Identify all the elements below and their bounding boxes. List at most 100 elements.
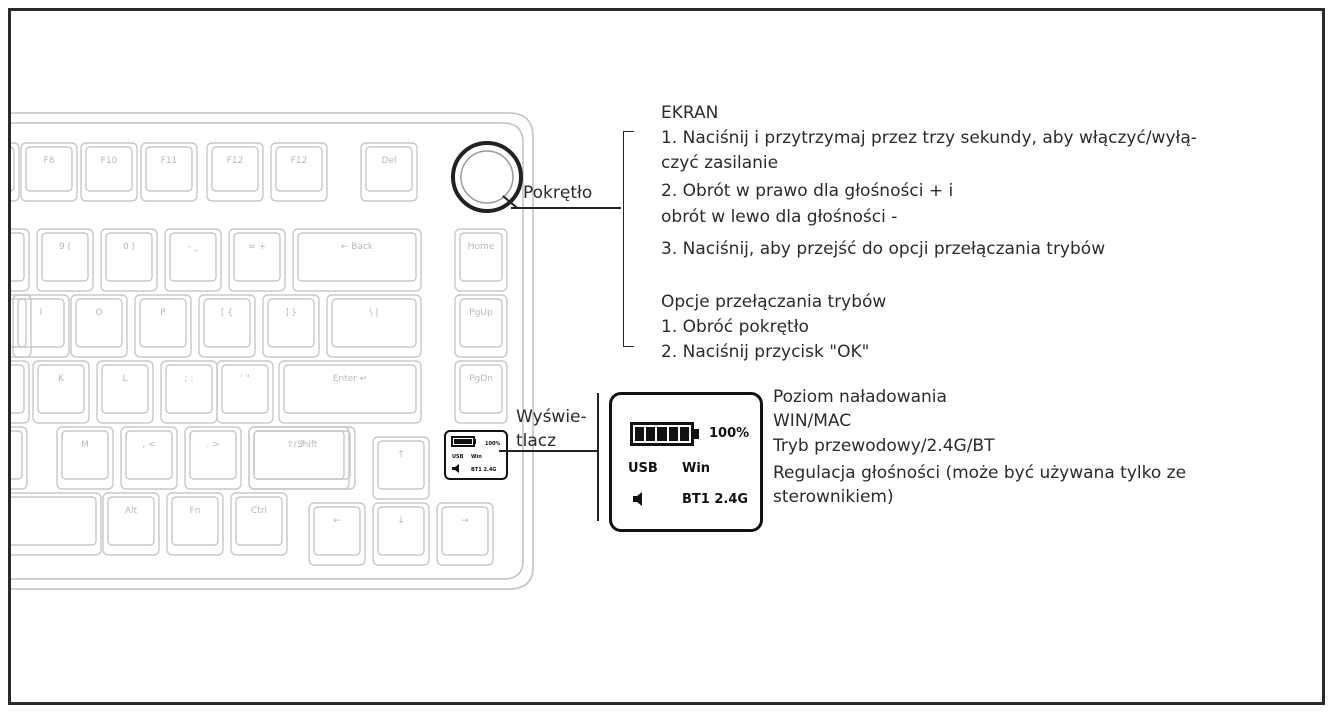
speaker-icon-small bbox=[452, 464, 459, 473]
keycap-label: = + bbox=[248, 242, 266, 252]
keycap bbox=[11, 360, 30, 424]
keyboard-outline bbox=[11, 112, 534, 590]
keycap-arrow bbox=[436, 502, 494, 566]
keycap bbox=[326, 294, 422, 358]
keycap bbox=[360, 142, 418, 202]
keycap-label: M bbox=[81, 440, 89, 450]
keycap-label: Enter ↵ bbox=[333, 374, 368, 384]
mode-item: 2. Naciśnij przycisk "OK" bbox=[661, 342, 870, 362]
keycap bbox=[198, 294, 256, 358]
keycap bbox=[248, 426, 350, 490]
keycap-label: PgDn bbox=[469, 374, 493, 384]
keycap bbox=[32, 360, 90, 424]
keycap-label: 9 ( bbox=[59, 242, 71, 252]
legend-os: WIN/MAC bbox=[773, 411, 852, 431]
oled-zoom: 100% USB Win BT1 2.4G bbox=[609, 392, 763, 532]
keycap-label: Home bbox=[468, 242, 495, 252]
keycap bbox=[140, 142, 198, 202]
display-connector bbox=[499, 450, 599, 452]
screen-item: obrót w lewo dla głośności - bbox=[661, 207, 898, 227]
keycap-nav bbox=[454, 294, 508, 358]
keycap bbox=[216, 360, 274, 424]
battery-percent: 100% bbox=[709, 426, 750, 441]
oled-small: 100% USB Win BT1 2.4G bbox=[444, 430, 508, 480]
keycap-label: , < bbox=[142, 440, 155, 450]
screen-item: 3. Naciśnij, aby przejść do opcji przełą… bbox=[661, 239, 1106, 259]
keycap bbox=[20, 142, 78, 202]
keycap-arrow bbox=[308, 502, 366, 566]
keycap bbox=[11, 142, 20, 202]
mode-title: Opcje przełączania trybów bbox=[661, 292, 887, 312]
keycap-label: ' " bbox=[240, 374, 249, 384]
keycap-label: F12 bbox=[227, 156, 244, 166]
oled-small-mode: BT1 2.4G bbox=[471, 467, 496, 473]
screen-bracket bbox=[623, 131, 634, 347]
keycap-label: [ { bbox=[221, 308, 233, 318]
keyboard-inner-outline bbox=[11, 122, 524, 580]
keycap-label: ← Back bbox=[341, 242, 374, 252]
oled-small-connection: USB bbox=[452, 454, 464, 460]
keycap-label: F11 bbox=[161, 156, 178, 166]
keycap bbox=[278, 360, 422, 424]
keycap-label: ← bbox=[333, 516, 341, 526]
keycap-label: Fn bbox=[190, 506, 201, 516]
keycap-label: ↓ bbox=[397, 516, 405, 526]
os-mode: Win bbox=[682, 461, 711, 476]
keycap-label: L bbox=[122, 374, 127, 384]
knob-inner bbox=[460, 150, 514, 204]
keycap bbox=[270, 142, 328, 202]
keycap-label: F8 bbox=[44, 156, 55, 166]
keycap-arrow bbox=[372, 436, 430, 500]
screen-item: 2. Obrót w prawo dla głośności + i bbox=[661, 181, 954, 201]
keycap bbox=[102, 492, 160, 556]
keycap-label: . > bbox=[206, 440, 219, 450]
screen-title: EKRAN bbox=[661, 103, 719, 123]
keycap bbox=[292, 228, 422, 292]
oled-small-battery: 100% bbox=[485, 441, 500, 447]
keycap bbox=[164, 228, 222, 292]
keycap-label: \ | bbox=[370, 308, 379, 318]
keycap-label: - _ bbox=[188, 242, 199, 252]
knob-outer bbox=[451, 141, 523, 213]
battery-icon bbox=[630, 422, 694, 446]
speaker-icon bbox=[633, 492, 642, 506]
keycap bbox=[160, 360, 218, 424]
keycap-label: PgUp bbox=[469, 308, 493, 318]
keycap-label: P bbox=[160, 308, 166, 318]
keycap-label: ↑ bbox=[397, 450, 405, 460]
keycap bbox=[80, 142, 138, 202]
display-bracket bbox=[597, 393, 599, 521]
keycap-label: K bbox=[58, 374, 65, 384]
keycap bbox=[100, 228, 158, 292]
keycap bbox=[120, 426, 178, 490]
screen-item: czyć zasilanie bbox=[661, 153, 779, 173]
mode-item: 1. Obróć pokrętło bbox=[661, 317, 809, 337]
screen-item: 1. Naciśnij i przytrzymaj przez trzy sek… bbox=[661, 128, 1197, 148]
keycap bbox=[134, 294, 192, 358]
keycap bbox=[36, 228, 94, 292]
keycap bbox=[166, 492, 224, 556]
keycap bbox=[230, 492, 288, 556]
keycap-label: ⇧ Shift bbox=[287, 440, 318, 450]
keycap bbox=[70, 294, 128, 358]
keycap-nav bbox=[454, 228, 508, 292]
keycap-label: I bbox=[40, 308, 43, 318]
keycap-label: Del bbox=[382, 156, 397, 166]
battery-tip bbox=[694, 429, 699, 439]
keycap bbox=[11, 492, 102, 556]
keycap bbox=[96, 360, 154, 424]
keycap-label: ; : bbox=[185, 374, 194, 384]
keycap-label: F10 bbox=[101, 156, 118, 166]
keycap bbox=[248, 426, 356, 490]
keycap-nav bbox=[454, 360, 508, 424]
keycap bbox=[56, 426, 114, 490]
legend-battery: Poziom naładowania bbox=[773, 387, 947, 407]
keycap bbox=[11, 228, 30, 292]
keycap-label: O bbox=[95, 308, 102, 318]
display-label-2: tlacz bbox=[516, 431, 557, 451]
display-label-1: Wyświe- bbox=[516, 407, 587, 427]
keycap-label: 0 ) bbox=[123, 242, 135, 252]
keycap-label: Alt bbox=[125, 506, 138, 516]
knob-label: Pokrętło bbox=[523, 183, 593, 203]
